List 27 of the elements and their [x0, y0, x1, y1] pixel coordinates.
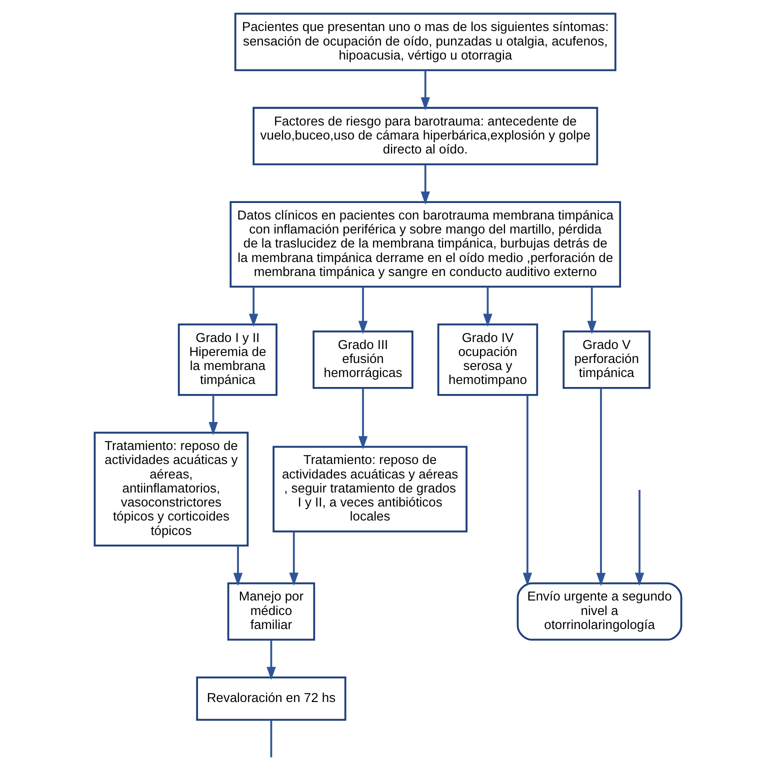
- arrow: [483, 286, 492, 326]
- arrow: [208, 394, 218, 435]
- node-box: Factores de riesgo para barotrauma: antecedente de vuelo,buceo,uso de cámara hiperbárica,explosión y golpe directo al oído.: [252, 106, 598, 165]
- arrow: [420, 70, 430, 110]
- node-box: Pacientes que presentan uno o mas de los siguientes síntomas: sensación de ocupación de oído, punzadas u otalgia, acufenos, hipoacusia, vértigo u otorragia: [234, 12, 616, 71]
- node-box: Grado I y II Hiperemia de la membrana timpánica: [178, 322, 278, 396]
- arrow: [289, 531, 298, 586]
- node-box: Grado V perforación timpánica: [562, 330, 650, 388]
- arrow: [358, 388, 368, 449]
- arrow: [266, 640, 276, 680]
- arrow: [248, 286, 258, 326]
- arrow: [420, 164, 430, 204]
- arrow: [233, 545, 243, 586]
- node-box: Manejo por médico familiar: [227, 582, 316, 640]
- arrow: [634, 489, 644, 586]
- node-box: Tratamiento: reposo de actividades acuáticas y aéreas, antiinflamatorios, vasoconstrictores tópicos y corticoides tópicos: [94, 431, 249, 546]
- arrow: [358, 286, 368, 334]
- node-box: Grado III efusión hemorrágicas: [312, 330, 414, 388]
- node-box: Envío urgente a segundo nivel a otorrinolaringología: [516, 582, 682, 640]
- arrow: [587, 286, 596, 334]
- node-box: Tratamiento: reposo de actividades acuáticas y aéreas , seguir tratamiento de grados I y II, a veces antibióticos locales: [272, 445, 468, 532]
- arrow: [596, 388, 606, 586]
- connector: [270, 719, 272, 757]
- node-box: Grado IV ocupación serosa y hemotimpano: [437, 322, 538, 396]
- arrow: [522, 394, 532, 586]
- node-box: Datos clínicos en pacientes con barotrauma membrana timpánica con inflamación periférica y sobre mango del martillo, pérdida de la traslucidez de la membrana timpánica, burbujas detrás de la membrana timpánica derrame en el oído medio ,perforación de membrana timpánica y sangre en conducto auditivo externo: [230, 200, 622, 288]
- node-box: Revaloración en 72 hs: [196, 676, 346, 720]
